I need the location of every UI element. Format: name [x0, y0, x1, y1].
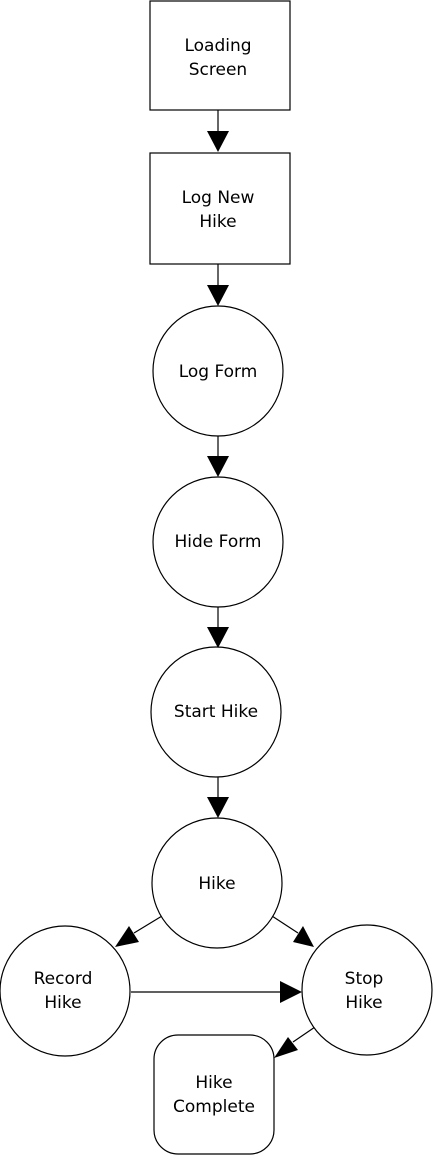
- node-stop-hike-label-line-1: Stop: [345, 969, 384, 989]
- node-log-new-hike-label-line-1: Log New: [182, 188, 255, 208]
- edge-log-new-hike-to-log-form: [207, 264, 229, 306]
- node-hike-complete: Hike Complete: [153, 1034, 275, 1155]
- node-loading-screen-label-line-2: Screen: [189, 60, 247, 80]
- node-hike-complete-label-line-1: Hike: [195, 1073, 232, 1093]
- edges: [115, 110, 316, 1058]
- node-hike: Hike: [151, 817, 283, 949]
- edge-hike-to-stop-hike: [271, 915, 314, 947]
- node-record-hike-label-line-1: Record: [34, 969, 93, 989]
- node-hide-form: Hide Form: [152, 476, 284, 608]
- node-start-hike-label: Start Hike: [174, 702, 258, 722]
- node-log-new-hike: Log New Hike: [149, 152, 291, 265]
- edge-loading-screen-to-log-new-hike: [207, 110, 229, 152]
- edge-hide-form-to-start-hike: [207, 607, 229, 648]
- node-record-hike-label-line-2: Hike: [44, 993, 81, 1013]
- node-hike-complete-label-line-2: Complete: [173, 1097, 255, 1117]
- node-stop-hike: Stop Hike: [301, 924, 433, 1056]
- edge-log-form-to-hide-form: [207, 436, 229, 477]
- node-log-new-hike-label-line-2: Hike: [199, 212, 236, 232]
- node-stop-hike-label-line-2: Hike: [345, 993, 382, 1013]
- node-log-form: Log Form: [152, 305, 284, 437]
- node-record-hike: Record Hike: [0, 925, 131, 1057]
- node-hide-form-label: Hide Form: [175, 532, 262, 552]
- edge-hike-to-record-hike: [115, 915, 163, 947]
- edge-start-hike-to-hike: [207, 776, 229, 818]
- node-hike-label: Hike: [198, 874, 235, 894]
- edge-stop-hike-to-hike-complete: [274, 1026, 316, 1058]
- node-log-form-label: Log Form: [179, 362, 258, 382]
- node-loading-screen-label-line-1: Loading: [184, 36, 251, 56]
- edge-record-hike-to-stop-hike: [131, 981, 302, 1003]
- node-loading-screen: Loading Screen: [149, 0, 291, 111]
- node-start-hike: Start Hike: [150, 646, 282, 778]
